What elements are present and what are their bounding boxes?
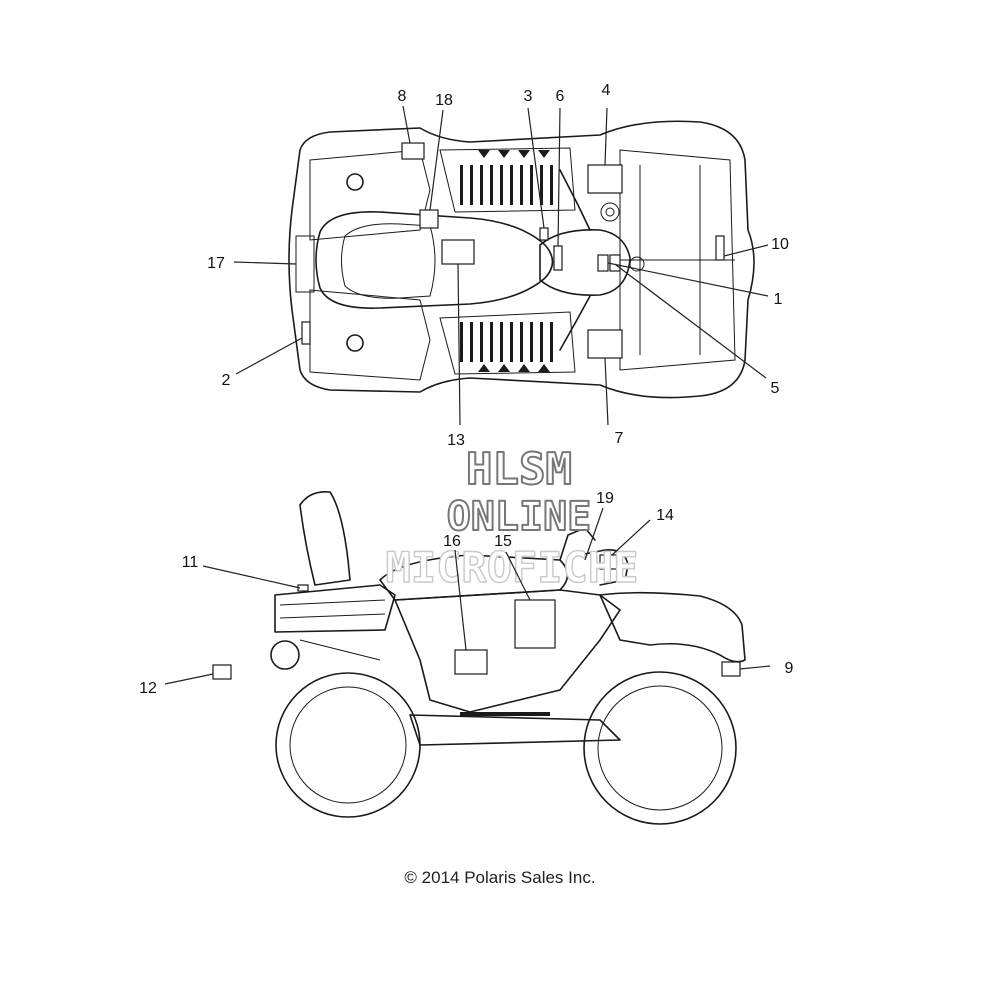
callout-19: 19 <box>596 490 614 507</box>
callout-9: 9 <box>785 660 794 677</box>
decal-16 <box>454 649 488 675</box>
callout-5: 5 <box>771 380 780 397</box>
decal-8 <box>401 142 425 160</box>
callout-2: 2 <box>222 372 231 389</box>
front-wheel <box>583 671 737 825</box>
callout-3: 3 <box>524 88 533 105</box>
callout-1: 1 <box>774 291 783 308</box>
decal-3 <box>539 227 549 241</box>
callout-6: 6 <box>556 88 565 105</box>
callout-14: 14 <box>656 507 674 524</box>
callout-17: 17 <box>207 255 225 272</box>
atv-top-view <box>288 120 755 399</box>
decal-9 <box>721 661 741 677</box>
decal-6 <box>553 245 563 271</box>
callout-13: 13 <box>447 432 465 449</box>
watermark-line3: MICROFICHE <box>386 543 639 592</box>
watermark-line1: HLSM <box>466 444 572 495</box>
decal-14 <box>599 554 621 570</box>
callout-8: 8 <box>398 88 407 105</box>
decal-12 <box>212 664 232 680</box>
decal-2 <box>301 321 311 345</box>
decal-1 <box>597 254 609 272</box>
callout-labels: 1 2 3 4 5 6 7 8 9 10 11 12 13 14 15 16 1… <box>139 82 793 697</box>
decal-5 <box>609 254 621 272</box>
callout-11: 11 <box>182 554 199 571</box>
atv-side-view <box>212 490 746 825</box>
decal-13 <box>441 239 475 265</box>
callout-15: 15 <box>494 533 512 550</box>
decal-10 <box>715 235 725 261</box>
rear-wheel <box>275 672 421 818</box>
decal-15 <box>514 599 556 649</box>
callout-7: 7 <box>615 430 624 447</box>
decal-18 <box>419 209 439 229</box>
callout-18: 18 <box>435 92 453 109</box>
decal-4 <box>587 164 623 194</box>
callout-12: 12 <box>139 680 157 697</box>
decal-7 <box>587 329 623 359</box>
copyright-notice: © 2014 Polaris Sales Inc. <box>404 868 596 887</box>
watermark: HLSM ONLINE MICROFICHE <box>385 443 639 593</box>
callout-16: 16 <box>443 533 461 550</box>
callout-4: 4 <box>602 82 611 99</box>
callout-10: 10 <box>771 236 789 253</box>
watermark-line2: ONLINE <box>447 494 592 540</box>
leader-lines <box>164 105 771 685</box>
